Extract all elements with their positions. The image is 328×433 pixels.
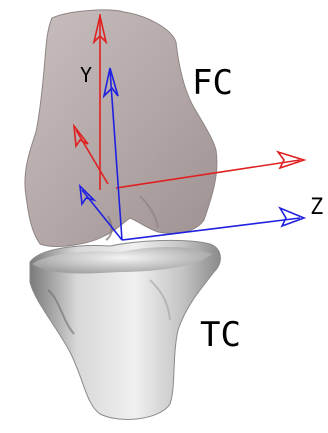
tibia-bone xyxy=(30,240,220,419)
femur-bone xyxy=(25,10,217,246)
femoral-component-label: FC xyxy=(192,63,233,103)
y-axis-label: Y xyxy=(80,63,92,87)
tibial-component-label: TC xyxy=(200,315,241,355)
tibial-z-arrowhead xyxy=(280,208,304,226)
z-axis-label: Z xyxy=(310,195,323,220)
femoral-horizontal-arrowhead xyxy=(278,152,304,168)
